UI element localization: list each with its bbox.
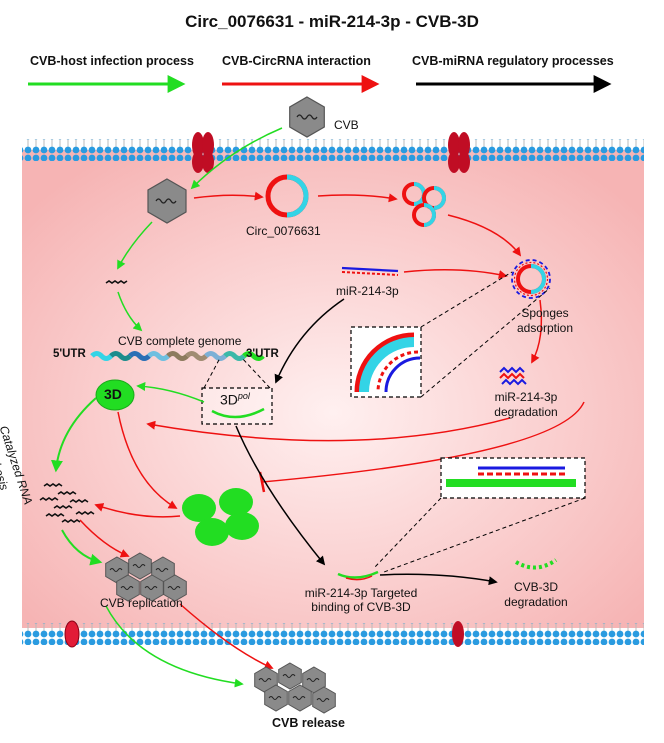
legend-circ-label: CVB-CircRNA interaction bbox=[222, 54, 371, 68]
cvb3d-degradation-label-2: degradation bbox=[504, 595, 568, 609]
fragments-to-replication-arrow bbox=[61, 529, 103, 566]
utr3-label: 3'UTR bbox=[246, 348, 279, 360]
cvb-virion-icon bbox=[289, 96, 325, 138]
protein-cluster-icon bbox=[182, 488, 259, 546]
targeted-binding-label-2: binding of CVB-3D bbox=[311, 600, 411, 614]
binding-to-degradation-arrow bbox=[379, 573, 498, 586]
mir-label: miR-214-3p bbox=[336, 284, 399, 298]
uncoating-arrow bbox=[117, 221, 153, 270]
rna-fragment-icon bbox=[105, 280, 128, 284]
genome-segment bbox=[204, 351, 227, 361]
release-red-arrow bbox=[179, 603, 274, 670]
degradation-label-1: miR-214-3p bbox=[494, 390, 558, 404]
genome-segment bbox=[90, 351, 113, 361]
channel-protein-icon bbox=[452, 621, 464, 647]
mir-to-sponge-arrow bbox=[403, 269, 508, 279]
pol-to-3d-arrow bbox=[136, 381, 205, 403]
legend-mirna-label: CVB-miRNA regulatory processes bbox=[412, 54, 614, 68]
genome-segment bbox=[185, 351, 208, 361]
legend-host-label: CVB-host infection process bbox=[30, 54, 194, 68]
genome-segment bbox=[166, 351, 189, 361]
utr5-label: 5'UTR bbox=[53, 348, 86, 360]
cluster-to-sponge-arrow bbox=[447, 214, 522, 257]
release-label: CVB release bbox=[272, 716, 345, 730]
cluster-to-fragments-arrow bbox=[94, 503, 181, 518]
released-virions-icon bbox=[254, 662, 336, 714]
top-membrane bbox=[22, 139, 644, 161]
circ-to-cluster-arrow bbox=[317, 193, 398, 203]
pol-to-binding-arrow bbox=[235, 425, 326, 566]
channel-protein-icon bbox=[64, 620, 80, 648]
genome-strand-icon bbox=[90, 351, 265, 361]
virus-to-circ-arrow bbox=[193, 191, 264, 201]
pol-label: 3Dpol bbox=[220, 391, 250, 408]
genome-segment bbox=[128, 351, 151, 361]
sponge-label-2: adsorption bbox=[516, 321, 574, 335]
targeted-binding-label-1: miR-214-3p Targeted bbox=[304, 586, 418, 600]
sponge-complex-icon bbox=[511, 259, 551, 299]
channel-protein-icon bbox=[448, 132, 470, 173]
inhibition-line bbox=[261, 401, 585, 483]
synthesis-arrow bbox=[50, 397, 97, 473]
zoomed-binding-icon bbox=[354, 332, 421, 393]
replication-label: CVB replication bbox=[100, 596, 183, 610]
binding-strand-icon bbox=[337, 570, 379, 579]
fragment-to-genome-arrow bbox=[117, 291, 143, 332]
genome-label: CVB complete genome bbox=[118, 334, 242, 348]
cvb3d-degradation-label-1: CVB-3D bbox=[513, 580, 558, 594]
bottom-membrane bbox=[22, 623, 644, 645]
pol-base-label: 3D bbox=[220, 391, 238, 408]
entry-arrow bbox=[190, 127, 283, 190]
pol-superscript: pol bbox=[237, 391, 250, 401]
sponge-to-degradation-arrow bbox=[531, 299, 543, 364]
protein-3d-label: 3D bbox=[104, 386, 122, 402]
zoom-inset-binding bbox=[440, 457, 586, 499]
genome-segment bbox=[147, 351, 170, 361]
circrna-icon bbox=[265, 174, 309, 218]
degradation-to-3d-arrow bbox=[146, 417, 511, 442]
hexagon-virus-icon bbox=[147, 178, 187, 224]
channel-protein-icon bbox=[192, 132, 214, 173]
protein-3d-icon bbox=[95, 379, 135, 411]
mirna-degraded-icon bbox=[499, 366, 527, 386]
diagram-title: Circ_0076631 - miR-214-3p - CVB-3D bbox=[185, 12, 479, 31]
sponge-label-1: Sponges bbox=[521, 306, 569, 320]
cvb3d-degraded-icon bbox=[514, 558, 558, 570]
degradation-label-2: degradation bbox=[494, 405, 558, 419]
genome-segment bbox=[109, 351, 132, 361]
cvb-label: CVB bbox=[334, 118, 359, 132]
mir-to-3dpol-arrow bbox=[274, 298, 345, 384]
genome-segment bbox=[223, 351, 246, 361]
release-green-arrow bbox=[105, 605, 244, 688]
mirna-duplex-icon bbox=[341, 266, 399, 276]
genome-segment bbox=[242, 351, 265, 361]
3d-to-cluster-arrow bbox=[117, 411, 178, 509]
fragments-to-replication-red bbox=[79, 519, 130, 558]
circ-label: Circ_0076631 bbox=[246, 224, 321, 238]
